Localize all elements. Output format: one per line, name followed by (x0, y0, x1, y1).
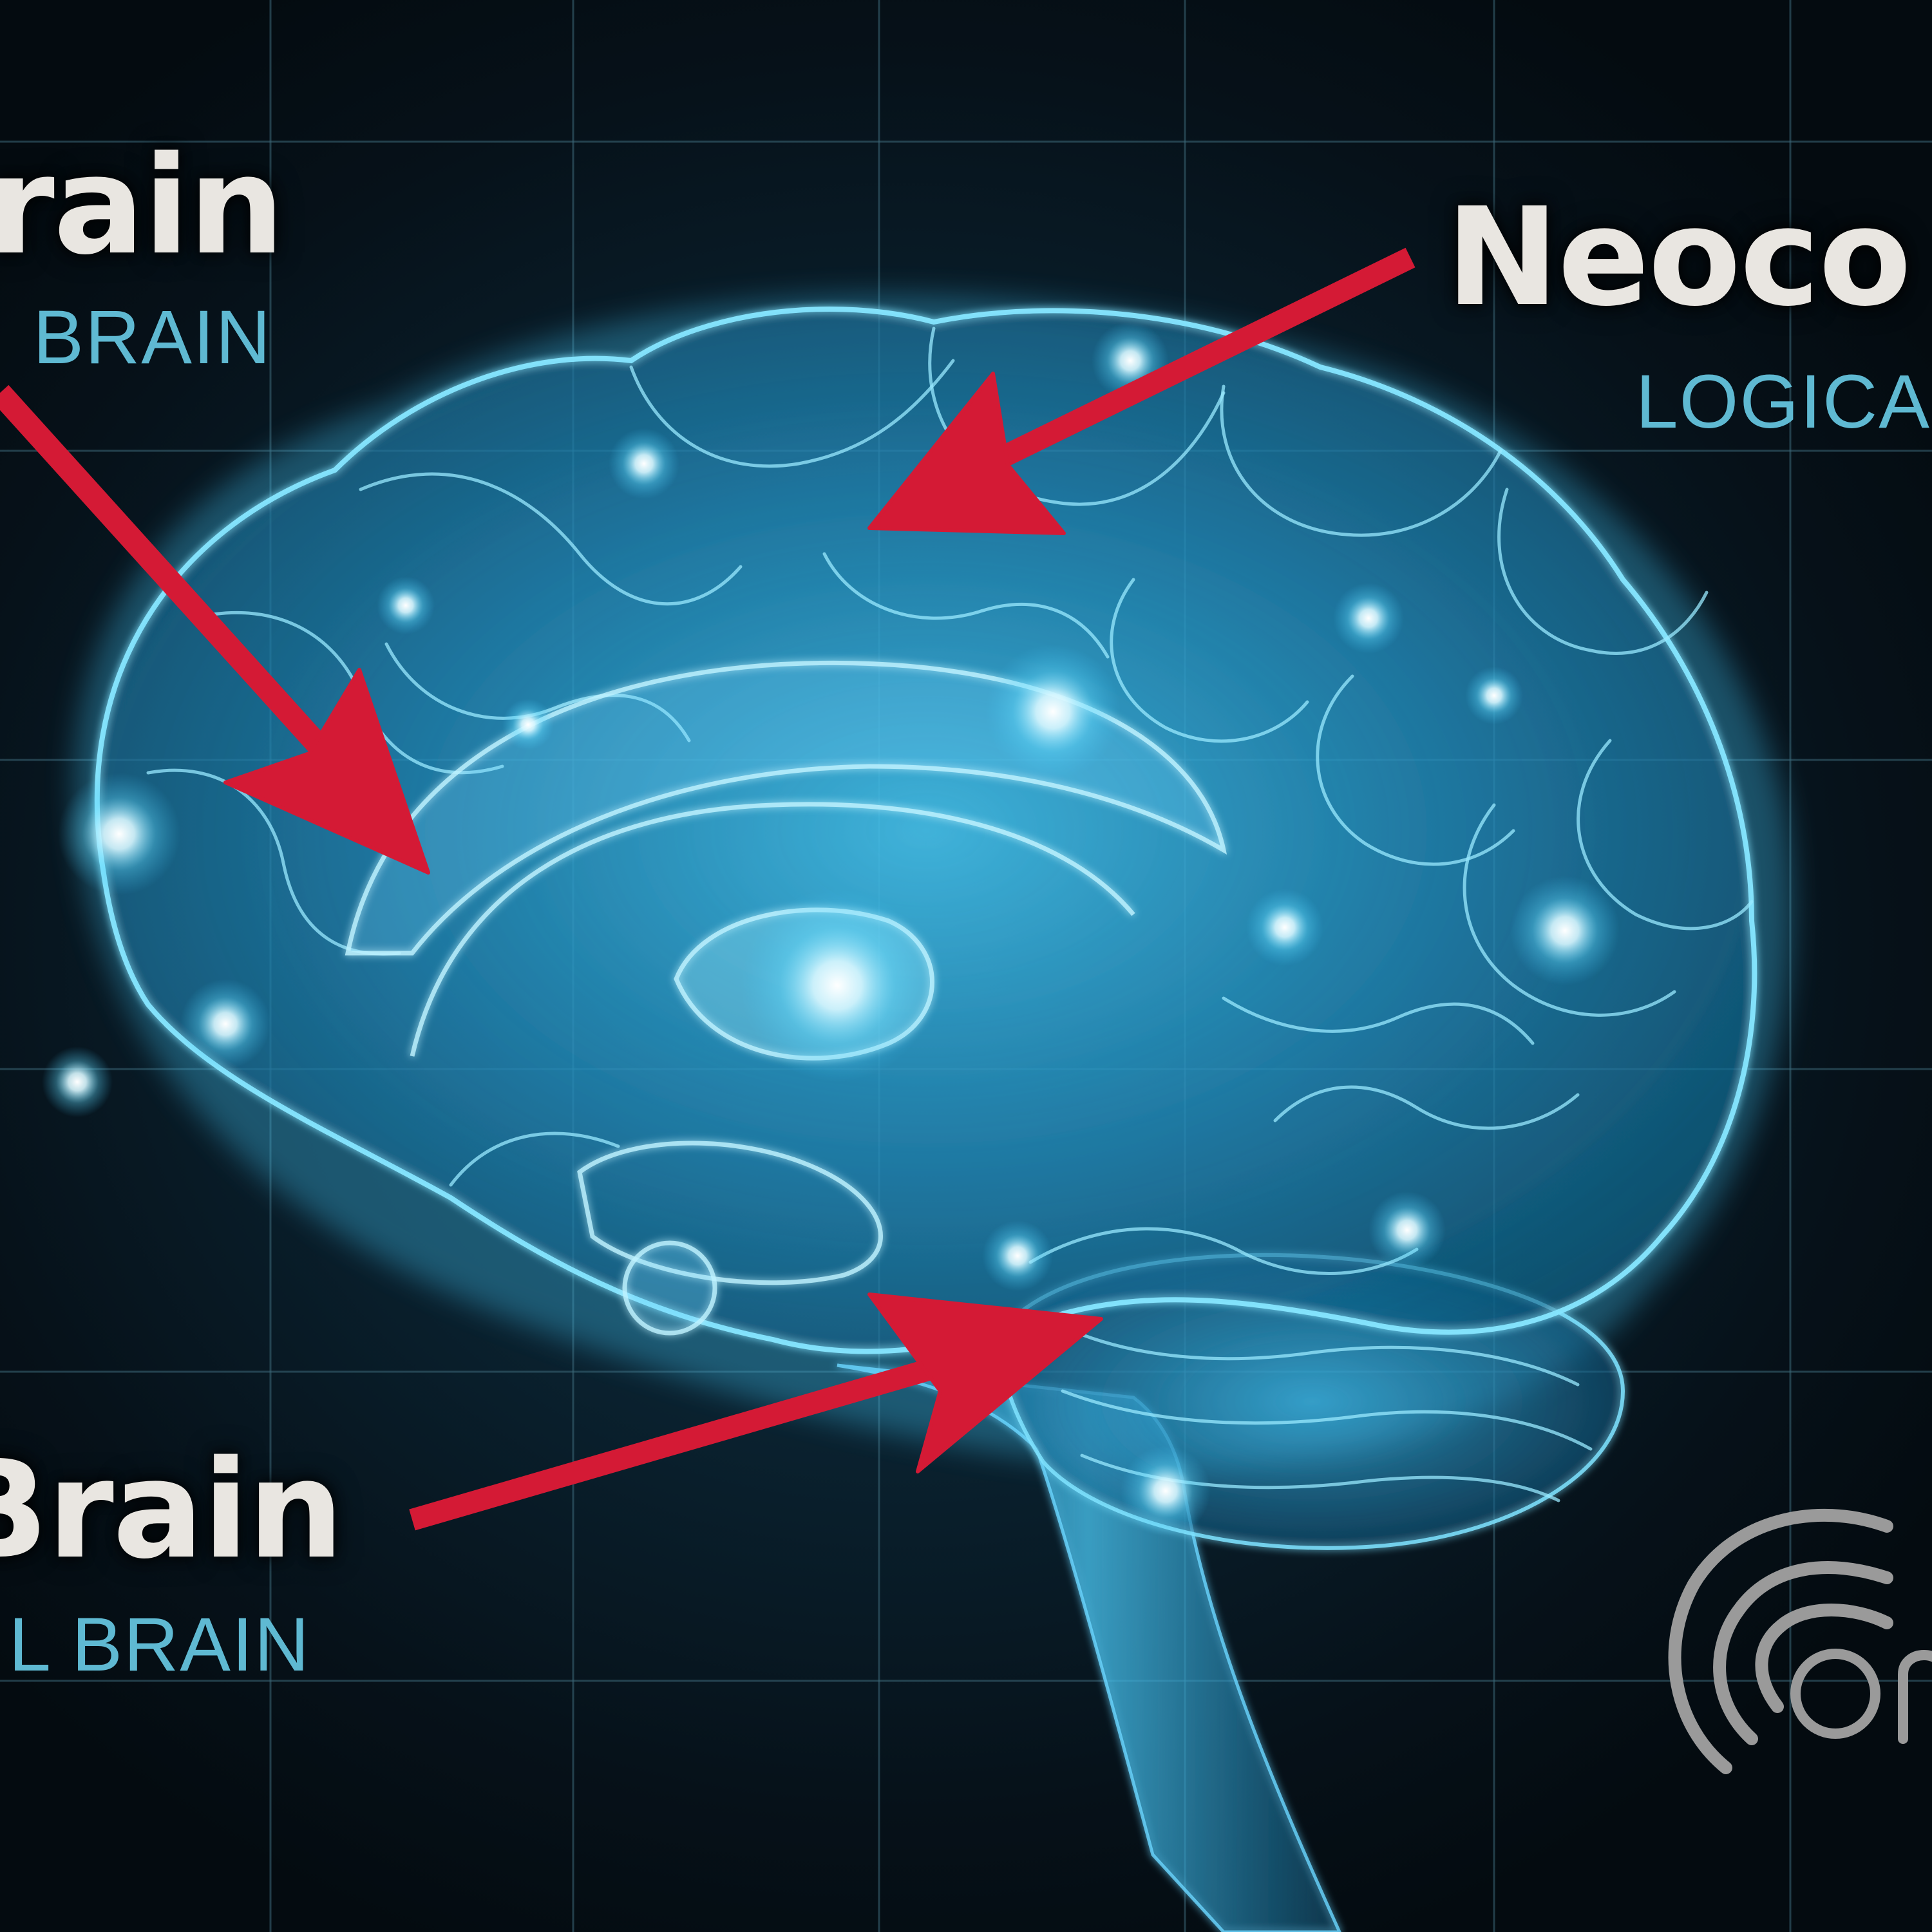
reptilian-brain-title: Brain (0, 1431, 344, 1589)
amygdala (622, 1240, 717, 1336)
glow-node (502, 699, 554, 750)
cortex-fold (1110, 578, 1309, 743)
cortex-fold (928, 327, 1226, 506)
cortex-fold (1220, 384, 1502, 537)
brand-logo (1668, 1508, 1932, 1774)
cerebrum (94, 307, 1757, 1354)
fornix (410, 802, 1135, 1057)
cortex-fold (449, 1132, 620, 1187)
arrow-neocortex-shaft (958, 247, 1416, 487)
cortex-fold (1061, 1325, 1580, 1387)
arrow-neocortex-head (867, 372, 1066, 535)
glow-node (58, 773, 180, 895)
cortex-fold (1577, 739, 1754, 931)
cortex-fold (1222, 996, 1535, 1045)
brain-illustration (42, 295, 1792, 1932)
cortex-folds (146, 327, 1754, 1502)
cortex-fold (822, 552, 1110, 659)
neocortex-title: Neoco (1446, 178, 1911, 336)
cortex-fold (146, 768, 401, 956)
cortex-fold (1061, 1389, 1593, 1451)
cortex-fold (1316, 674, 1515, 866)
pointer-arrows (0, 247, 1416, 1531)
logo-arc-outer (1668, 1508, 1893, 1774)
cortex-fold (359, 472, 743, 606)
limbic-brain-title: rain (0, 127, 285, 285)
glow-node (1510, 876, 1620, 985)
arrow-limbic-shaft (0, 384, 370, 800)
glow-node (377, 576, 435, 634)
glow-node (42, 1046, 113, 1117)
glow-node (741, 889, 934, 1082)
limbic-brain-subtitle: BRAIN (33, 295, 272, 380)
cortex-fold (1497, 488, 1709, 655)
glow-node (985, 644, 1121, 779)
glow-node (1121, 1446, 1211, 1536)
arrow-limbic-head (223, 668, 430, 875)
arrow-reptilian-shaft (409, 1348, 969, 1531)
reptilian-brain-subtitle: L BRAIN (8, 1602, 310, 1687)
glow-node (1368, 1191, 1446, 1269)
cortex-fold (1028, 1227, 1419, 1275)
glow-node (180, 979, 270, 1069)
glow-node (609, 428, 679, 499)
logo-arc-middle (1713, 1561, 1893, 1745)
cortex-fold (1273, 1085, 1580, 1130)
glow-node (982, 1220, 1053, 1291)
glow-node (1246, 889, 1323, 966)
arrow-reptilian-head (867, 1293, 1103, 1473)
logo-arc-inner (1755, 1604, 1893, 1713)
glow-node (1465, 667, 1523, 724)
logo-letter-o (1790, 1649, 1880, 1739)
glow-nodes (42, 322, 1620, 1536)
glow-node (1333, 583, 1404, 654)
logo-letter-n (1898, 1650, 1932, 1744)
neocortex-subtitle: LOGICA (1636, 359, 1931, 444)
cortex-fold (629, 359, 955, 468)
